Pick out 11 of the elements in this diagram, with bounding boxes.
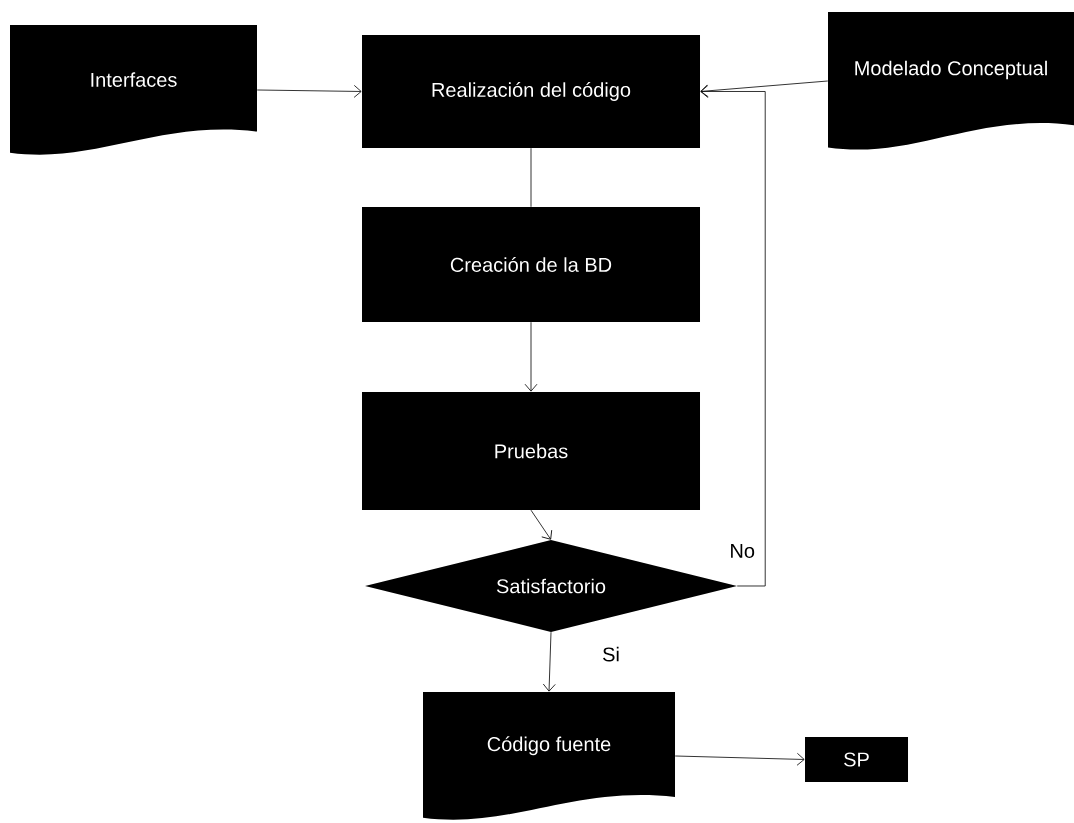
process-box: Creación de la BD <box>362 207 700 322</box>
arrow <box>542 631 556 692</box>
process-box: Realización del código <box>362 35 700 148</box>
arrow <box>256 84 362 98</box>
process-box: SP <box>805 737 908 782</box>
edge-label: Si <box>601 645 621 663</box>
arrow <box>524 321 538 392</box>
process-box: Pruebas <box>362 392 700 510</box>
arrow <box>674 752 805 766</box>
arrow <box>700 85 766 587</box>
arrow <box>530 509 553 540</box>
